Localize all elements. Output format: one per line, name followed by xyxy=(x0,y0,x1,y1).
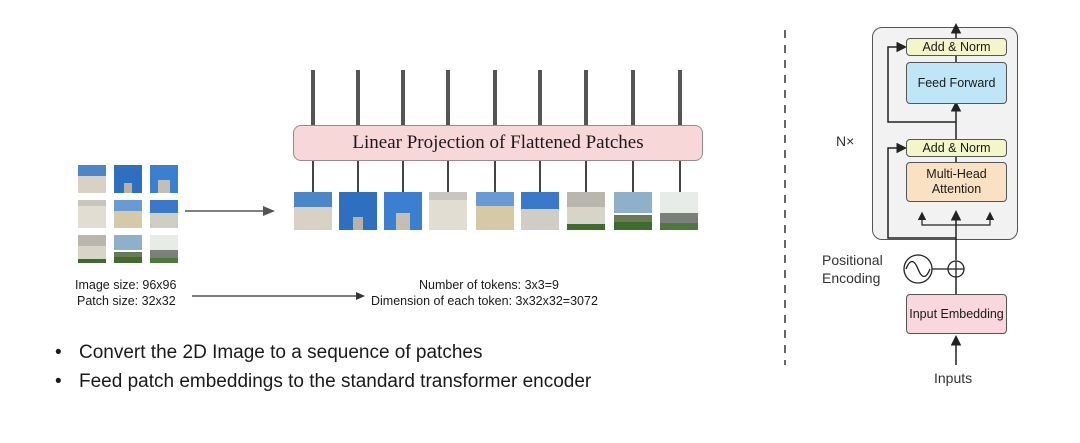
patch-7 xyxy=(78,235,106,263)
positional-encoding-label: Positional Encoding xyxy=(822,252,883,286)
patch-6 xyxy=(150,200,178,228)
multi-head-attention-label: Multi-Head Attention xyxy=(926,167,987,196)
patch-9 xyxy=(150,235,178,263)
stem xyxy=(447,161,449,193)
multi-head-attention-block: Multi-Head Attention xyxy=(906,162,1007,202)
linear-projection-label: Linear Projection of Flattened Patches xyxy=(352,132,644,153)
token-line xyxy=(401,70,405,125)
stem xyxy=(312,161,314,193)
stem xyxy=(585,161,587,193)
token-dimension-label: Dimension of each token: 3x32x32=3072 xyxy=(371,294,598,308)
info-arrow xyxy=(192,292,365,300)
repeat-label: N× xyxy=(836,133,855,149)
sequence-patch xyxy=(384,192,422,230)
linear-projection-box: Linear Projection of Flattened Patches xyxy=(293,125,703,161)
stem xyxy=(632,161,634,193)
feed-forward-label: Feed Forward xyxy=(917,75,996,90)
stem xyxy=(539,161,541,193)
sequence-patch xyxy=(294,192,332,230)
sequence-patch xyxy=(429,192,467,230)
patch-arrow xyxy=(185,206,275,216)
add-norm-bottom-label: Add & Norm xyxy=(922,140,991,155)
token-line xyxy=(678,70,682,125)
image-size-label: Image size: 96x96 xyxy=(75,278,177,292)
add-norm-top-label: Add & Norm xyxy=(922,39,991,54)
token-count-label: Number of tokens: 3x3=9 xyxy=(419,278,560,292)
bullet-item: Convert the 2D Image to a sequence of pa… xyxy=(55,338,591,367)
sequence-patch xyxy=(339,192,377,230)
sequence-patch xyxy=(567,192,605,230)
patch-size-label: Patch size: 32x32 xyxy=(77,294,176,308)
token-line xyxy=(493,70,497,125)
token-line xyxy=(356,70,360,125)
patch-8 xyxy=(114,235,142,263)
stem xyxy=(679,161,681,193)
stem xyxy=(494,161,496,193)
patch-5 xyxy=(114,200,142,228)
patch-3 xyxy=(150,165,178,193)
patch-1 xyxy=(78,165,106,193)
sequence-patch xyxy=(476,192,514,230)
feed-forward-block: Feed Forward xyxy=(906,62,1007,104)
token-line xyxy=(631,70,635,125)
patch-4 xyxy=(78,200,106,228)
encoder-connections xyxy=(887,23,995,365)
stem xyxy=(402,161,404,193)
add-norm-top-block: Add & Norm xyxy=(906,38,1007,56)
input-embedding-label: Input Embedding xyxy=(909,306,1004,321)
patch-grid xyxy=(78,165,180,265)
patch-2 xyxy=(114,165,142,193)
bullet-item: Feed patch embeddings to the standard tr… xyxy=(55,367,591,396)
token-line xyxy=(538,70,542,125)
add-norm-bottom-block: Add & Norm xyxy=(906,139,1007,157)
sequence-patch xyxy=(660,192,698,230)
token-line xyxy=(311,70,315,125)
section-divider xyxy=(784,30,786,365)
stem xyxy=(357,161,359,193)
token-line xyxy=(446,70,450,125)
input-embedding-block: Input Embedding xyxy=(906,294,1007,334)
token-line xyxy=(584,70,588,125)
bullet-list: Convert the 2D Image to a sequence of pa… xyxy=(55,338,591,396)
inputs-label: Inputs xyxy=(934,370,973,386)
sequence-patch xyxy=(521,192,559,230)
sequence-patch xyxy=(614,192,652,230)
